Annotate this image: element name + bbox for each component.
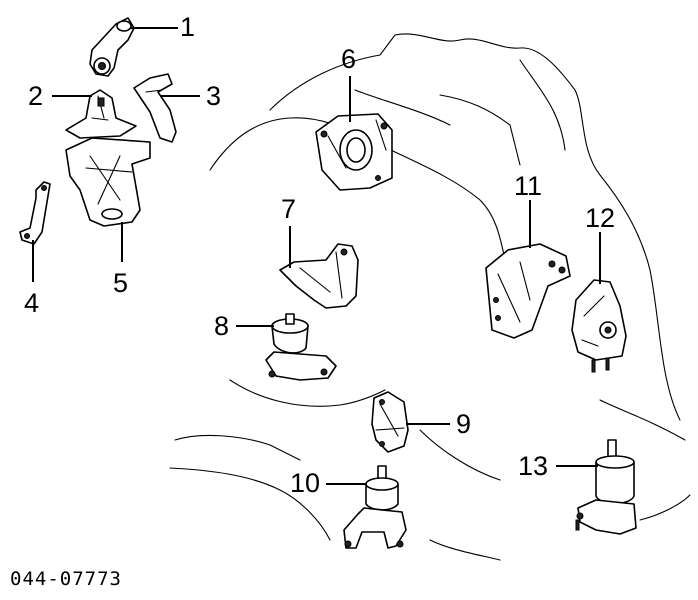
part-11-bracket — [485, 243, 571, 339]
part-13-insulator — [575, 439, 637, 535]
callout-2: 2 — [28, 81, 44, 111]
callout-13: 13 — [518, 451, 549, 481]
part-2-bracket — [65, 89, 137, 139]
part-3-plate — [133, 73, 177, 143]
part-4-stay — [19, 181, 51, 245]
part-8-insulator — [265, 313, 337, 381]
part-7-bracket — [279, 243, 359, 309]
part-1-torque-rod — [89, 17, 135, 77]
part-9-bracket — [371, 391, 409, 453]
reference-code: 044-07773 — [10, 568, 122, 590]
callout-1: 1 — [180, 12, 196, 42]
part-10-insulator — [343, 465, 407, 549]
part-5-bracket — [65, 137, 151, 227]
callout-3: 3 — [206, 81, 222, 111]
callout-11: 11 — [514, 171, 543, 201]
leader-lines — [32, 27, 601, 485]
part-12-insulator — [571, 279, 627, 373]
callout-8: 8 — [214, 311, 230, 341]
callout-9: 9 — [456, 409, 472, 439]
part-6-bracket — [315, 113, 393, 191]
engine-outline — [169, 33, 691, 561]
callout-12: 12 — [585, 203, 616, 233]
callout-4: 4 — [24, 288, 40, 318]
callout-6: 6 — [341, 44, 357, 74]
callout-7: 7 — [281, 194, 297, 224]
callout-5: 5 — [113, 268, 129, 298]
callout-10: 10 — [290, 468, 321, 498]
